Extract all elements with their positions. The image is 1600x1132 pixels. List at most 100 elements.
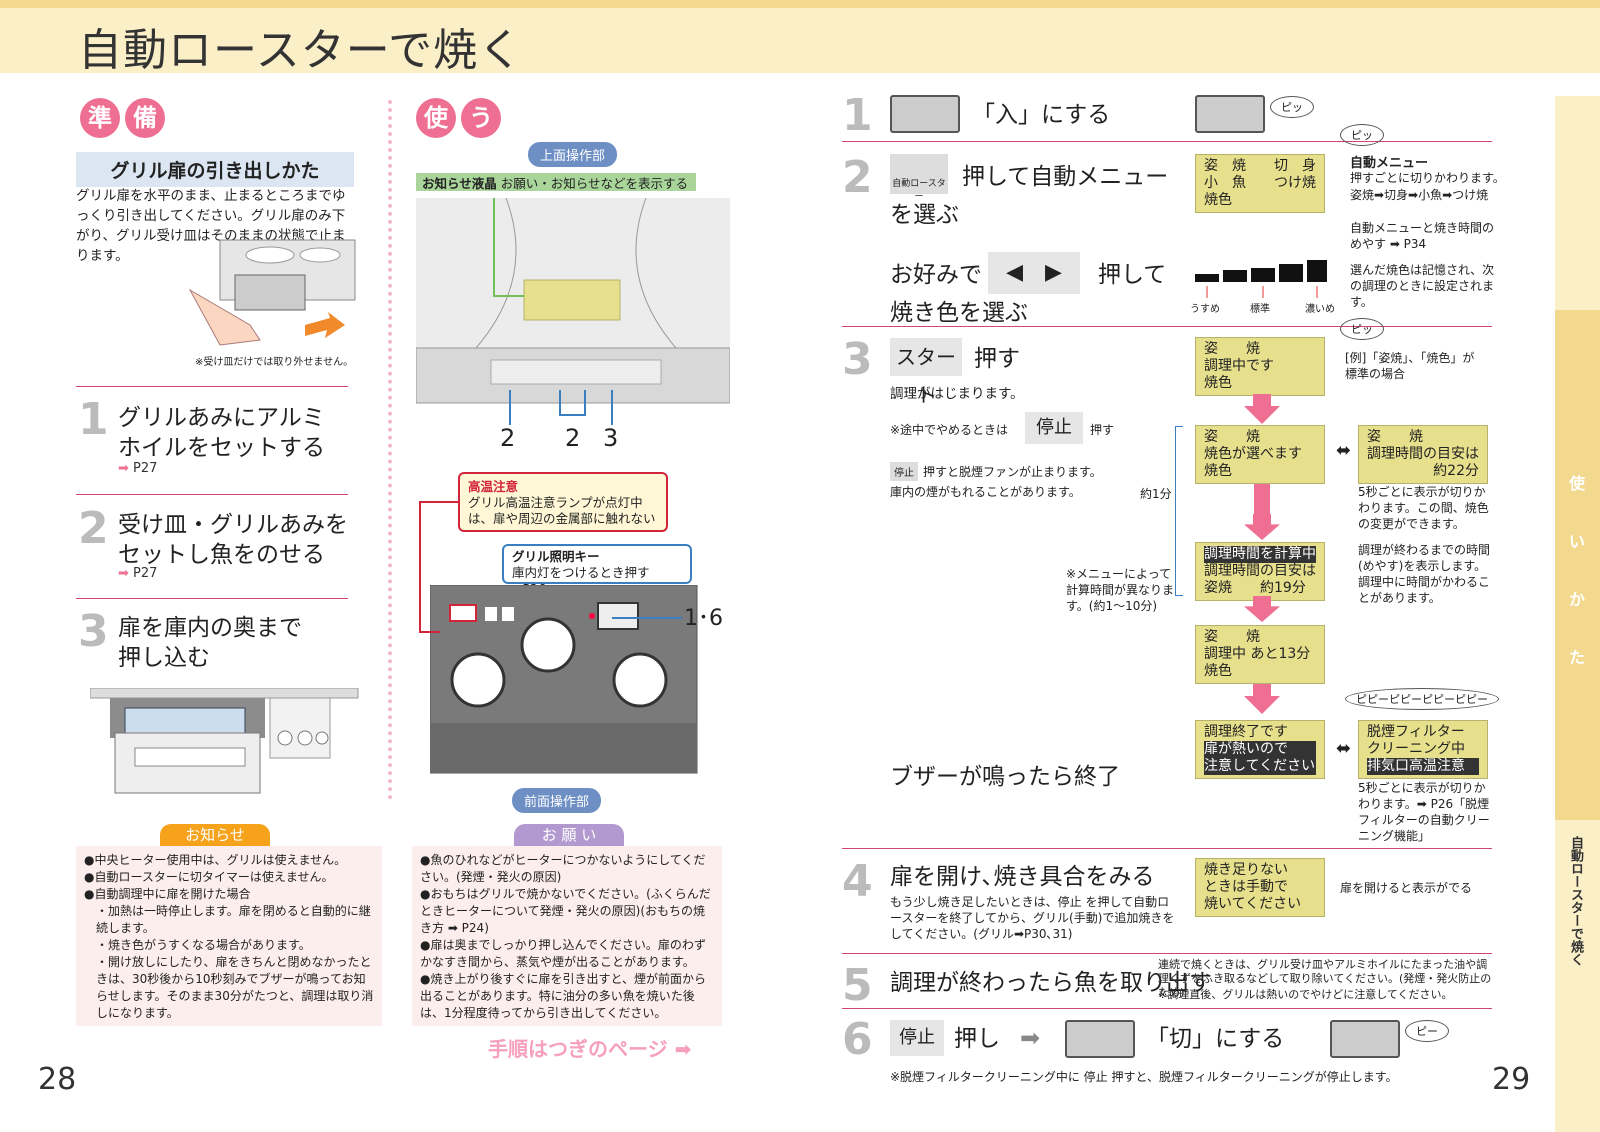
start-note: 調理がはじまります。 [890,386,1024,402]
page-title: 自動ロースターで焼く [78,25,524,76]
notice-item: ・開け放しにしたり、扉をきちんと閉めなかったときは、30秒後から10秒刻みでブザ… [96,955,374,1020]
notice-box: ●中央ヒーター使用中は、グリルは使えません。 ●自動ロースターに切タイマーは使え… [76,846,382,1026]
step-text: グリルあみにアルミホイルをセットする [118,405,325,461]
lcd-line: 焼色が選べます [1204,446,1302,462]
caution-title: 高温注意 [468,479,519,494]
drawer-text: グリル扉を水平のまま、止まるところまでゆっくり引き出してください。グリル扉のみ下… [76,188,346,264]
about-1min: 約1分 [1140,487,1172,501]
calc-note: 調理が終わるまでの時間(めやす)を表示します。調理中に時間がかわることがあります… [1358,543,1491,605]
buzz-bubble: ピピーピピーピピーピピー [1345,688,1499,710]
right-arrow-icon: ▶ [1045,260,1062,285]
step-ref: ➡ P27 [118,566,157,581]
lcd-label: お知らせ液晶 [422,176,497,191]
step-text: 押して自動メニュー [962,164,1169,190]
tray-note: ※受け皿だけでは取り外せません。 [195,357,354,368]
power-num: 1･6 [684,606,723,631]
request-item: ●魚のひれなどがヒーターにつかないようにしてください。(発煙・発火の原因) [420,853,706,884]
lcd-line: 姿 焼 [1367,429,1423,445]
light-text: 庫内灯をつけるとき押す [512,565,650,580]
side-section-label: 自動ロースターで焼く [1568,836,1583,966]
divider [76,494,348,495]
step-num: 6 [842,1014,873,1065]
divider [842,141,1492,142]
lcd-line: 焼色 [1204,375,1232,391]
step4-note: 扉を開けると表示がでる [1340,881,1473,895]
power-button-image [1330,1020,1400,1058]
step-text: 調理が終わったら魚を取り出す [890,970,1212,996]
step-num: 2 [842,152,873,203]
down-arrow-icon [1244,514,1280,540]
left-arrow-icon: ◀ [1006,260,1023,285]
notice-item: ●中央ヒーター使用中は、グリルは使えません。 [84,853,347,867]
divider [842,1008,1492,1009]
down-arrow-icon [1244,394,1280,424]
down-arrow-icon [1244,684,1280,714]
start-button[interactable]: スタート [890,338,962,407]
step-text: 扉を庫内の奥まで押し込む [118,615,302,671]
use-char-1: 使 [416,98,456,138]
step-ref: ➡ P27 [118,461,157,476]
use-char-2: う [461,98,501,138]
notice-item: ●自動ロースターに切タイマーは使えません。 [84,870,334,884]
notice-item: ●自動調理中に扉を開けた場合 [84,887,251,901]
side-char: か [1569,590,1586,609]
lcd-desc: お願い・お知らせなどを表示する [500,176,689,191]
header-band [0,0,1600,73]
ref-text: P27 [133,566,158,581]
next-page-link[interactable]: 手順はつぎのページ ➡ [488,1033,691,1062]
fan-stop-button: 停止 [890,462,918,481]
power-button-image [1195,95,1265,133]
lcd-line: 姿 焼 [1204,341,1260,357]
next-page-text: 手順はつぎのページ [488,1037,668,1061]
beep-bubble: ピッ [1340,124,1384,146]
shade-level: 標準 [1250,304,1270,315]
request-title: お 願 い [514,824,624,846]
beep-bubble: ピッ [1270,96,1314,118]
shade-memo: 選んだ焼色は記憶され、次の調理のときに設定されます。 [1350,263,1495,309]
arrow-icon: ➡ [118,566,134,581]
header-stripe [0,0,1600,8]
lcd-line: 調理時間を計算中 [1204,546,1316,563]
stop-button[interactable]: 停止 [890,1020,944,1056]
arrow-icon: ➡ [118,461,134,476]
grill-drawing [188,239,356,346]
step-num: 3 [78,606,109,657]
lcd-line: ときは手動で [1204,879,1288,895]
lcd-line: 調理終了です [1204,724,1288,740]
ref-text: P27 [133,461,158,476]
drawer-subtitle: グリル扉の引き出しかた [76,152,354,187]
caution-line [419,501,460,633]
lcd-line: 姿 焼 [1204,629,1260,645]
lcd-line: 焼色 [1204,192,1232,208]
lcd-line: 調理時間の目安は [1204,563,1316,579]
side-tab-active[interactable] [1555,310,1600,820]
lcd-line: 姿焼 約19分 [1204,580,1306,596]
lcd-line: 注意してください [1204,758,1316,775]
prep-char-2: 備 [125,98,165,138]
lcd-line: 調理中 あと13分 [1204,646,1311,662]
grill-door-drawing [90,688,359,794]
lcd-line: 焼色 [1204,463,1232,479]
callout-lines [509,390,613,425]
lcd-line: 調理中です [1204,358,1274,374]
lcd-display: 姿 焼調理中です焼色 [1195,337,1325,396]
step-text: 押し [954,1026,1000,1052]
front-panel-label: 前面操作部 [512,788,602,813]
lcd-display: 姿 焼 切 身 小 魚 つけ焼 焼色 [1195,154,1325,213]
notice-title: お知らせ [160,824,270,846]
swap-arrow-icon: ⬌ [1336,738,1352,759]
menu-time-note: ※メニューによって計算時間が異なります。(約1～10分) [1066,567,1175,613]
step-text: 「切」にする [1146,1026,1285,1052]
callout-num: 3 [603,424,619,452]
lcd-line: 姿 焼 切 身 [1204,158,1316,174]
lcd-line: クリーニング中 [1367,741,1465,757]
lcd-line: 約22分 [1433,463,1479,479]
shade-arrows-button[interactable]: ◀ ▶ [988,252,1080,294]
request-item: ●扉は奥までしっかり押し込んでください。扉のわずかなすき間から、蒸気や煙が出るこ… [420,938,706,969]
beep-bubble: ピッ [1340,318,1384,340]
lcd-display: 焼き足りないときは手動で焼いてください [1195,858,1325,917]
callout-num: 2 [500,424,516,452]
stop-button[interactable]: 停止 [1025,412,1083,444]
step-num: 2 [78,503,109,554]
caution-text: グリル高温注意ランプが点灯中は、扉や周辺の金属部に触れない [468,495,656,526]
